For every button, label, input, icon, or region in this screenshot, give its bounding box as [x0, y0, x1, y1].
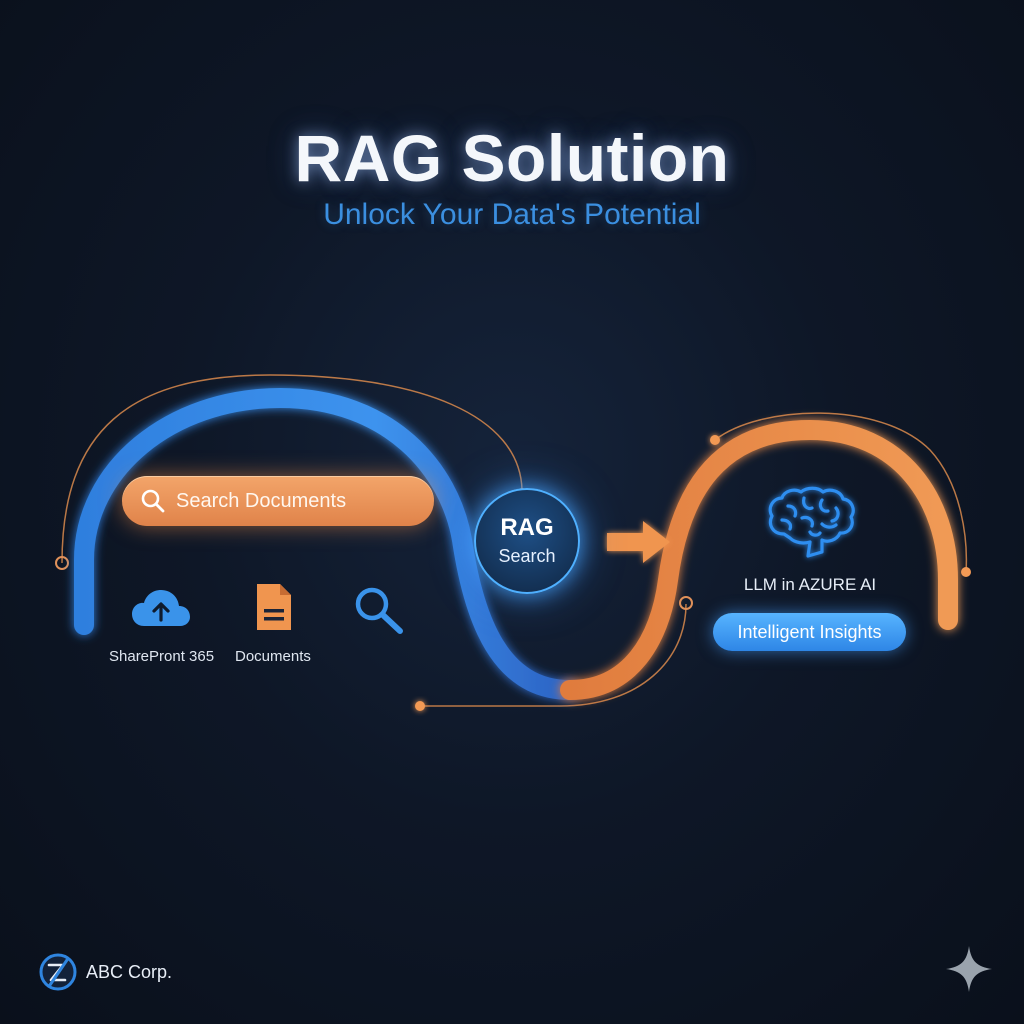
blue-flow-arc	[74, 387, 580, 700]
brain-icon	[768, 486, 855, 558]
company-name: ABC Corp.	[86, 961, 173, 982]
lower-guide-dot	[415, 701, 425, 711]
company-logo-icon	[39, 953, 77, 991]
source-label-sharepoint: SharePront 365	[109, 648, 215, 665]
source-label-documents: Documents	[235, 648, 311, 665]
right-guide-start-dot	[710, 435, 720, 445]
footer: ABC Corp.	[38, 952, 172, 992]
orange-flow-arc	[560, 419, 958, 700]
lower-guide-line	[420, 603, 687, 707]
search-documents-pill[interactable]: Search Documents	[122, 476, 434, 526]
rag-node-title: RAG	[500, 514, 554, 541]
lower-guide-end-dot	[679, 596, 693, 610]
left-guide-dot	[55, 556, 69, 570]
right-guide-arc	[714, 412, 968, 573]
rag-node-subtitle: Search	[498, 546, 556, 566]
document-icon	[257, 584, 291, 630]
left-guide-arc	[61, 374, 523, 564]
flow-arrow-icon	[607, 521, 670, 563]
search-documents-label: Search Documents	[176, 489, 347, 512]
cloud-upload-icon	[132, 590, 190, 626]
page-subtitle: Unlock Your Data's Potential	[323, 198, 701, 231]
llm-label: LLM in AZURE AI	[743, 575, 877, 594]
sparkle-icon	[946, 946, 992, 992]
search-icon	[141, 489, 165, 513]
right-guide-end-dot	[961, 567, 971, 577]
magnifier-icon	[355, 587, 403, 634]
rag-search-node[interactable]: RAG Search	[474, 488, 580, 594]
intelligent-insights-badge[interactable]: Intelligent Insights	[713, 613, 906, 651]
page-title: RAG Solution	[294, 121, 730, 195]
